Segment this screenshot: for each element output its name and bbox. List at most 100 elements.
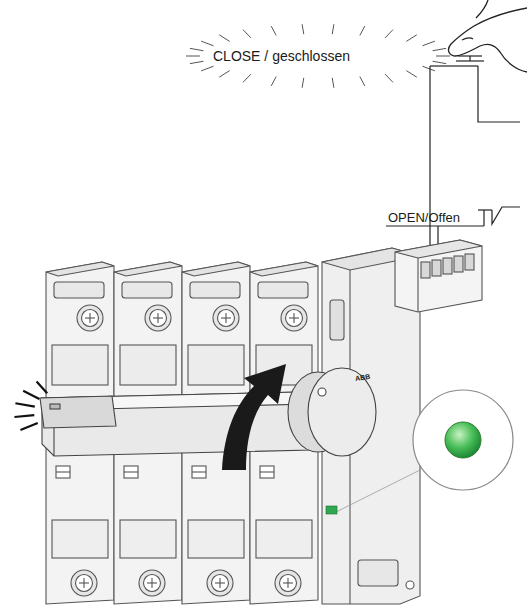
switch-pole <box>188 345 244 385</box>
handle-burst <box>37 381 48 393</box>
handle-burst <box>15 403 34 406</box>
switch-pole <box>150 310 167 327</box>
indicator-magnifier <box>326 390 513 514</box>
switch-pole <box>250 262 318 276</box>
terminal-block <box>395 240 482 312</box>
indicator-magnifier <box>413 390 513 490</box>
operating-handle <box>50 404 60 409</box>
switch-pole <box>122 282 172 298</box>
indicator-magnifier <box>445 422 481 458</box>
switch-pole <box>144 575 161 592</box>
press-burst <box>243 74 251 82</box>
press-burst <box>243 30 251 38</box>
switch-pole <box>52 520 108 558</box>
terminal-block <box>443 258 452 274</box>
press-burst <box>219 35 229 42</box>
switch-pole <box>188 520 244 558</box>
rotary-knob <box>288 368 376 456</box>
switch-pole <box>260 466 274 478</box>
switch-pole <box>275 570 301 596</box>
switch-pole <box>182 262 250 276</box>
terminal-block <box>432 260 441 276</box>
rotation-arrow <box>222 364 286 470</box>
control-module <box>406 581 414 589</box>
button-label: CLOSE / geschlossen <box>213 49 350 63</box>
switch-pole <box>76 575 93 592</box>
switch-pole <box>293 313 294 323</box>
switch-pole <box>192 471 206 472</box>
press-burst <box>422 41 434 46</box>
indicator-magnifier <box>326 506 337 514</box>
open-pushbutton-symbol <box>386 207 520 226</box>
rotary-knob <box>318 388 326 396</box>
open-pushbutton-symbol <box>492 207 520 224</box>
control-module <box>358 560 398 586</box>
press-burst <box>190 61 204 63</box>
switch-pole <box>139 570 165 596</box>
switch-pole <box>190 282 240 298</box>
switch-pole <box>286 310 303 327</box>
operating-handle <box>40 392 312 456</box>
press-burst <box>271 77 276 86</box>
press-burst <box>186 24 450 88</box>
open-pushbutton-symbol <box>478 209 492 210</box>
switch-pole <box>280 575 297 592</box>
press-burst <box>219 71 229 78</box>
press-burst <box>360 77 365 86</box>
switch-pole <box>120 345 176 385</box>
finger <box>449 0 527 72</box>
handle-burst <box>14 381 47 430</box>
rotary-knob <box>308 368 376 456</box>
terminal-block <box>395 240 482 312</box>
press-burst <box>190 48 204 50</box>
press-burst <box>385 74 393 82</box>
finger <box>476 0 488 18</box>
switch-pole <box>77 305 103 331</box>
press-burst <box>302 78 304 88</box>
switch-pole <box>281 305 307 331</box>
switch-pole <box>56 466 70 478</box>
handle-burst <box>23 391 39 399</box>
switch-pole <box>46 262 114 276</box>
press-burst <box>385 30 393 38</box>
switch-pole <box>213 305 239 331</box>
switch-pole <box>120 520 176 558</box>
press-burst <box>186 56 200 57</box>
press-burst <box>422 66 434 71</box>
close-pushbutton-symbol <box>430 65 456 66</box>
close-pushbutton-symbol <box>478 66 520 122</box>
handle-burst <box>20 423 37 430</box>
press-burst <box>406 71 416 78</box>
indicator-magnifier <box>336 470 420 512</box>
switch-pole <box>219 578 220 588</box>
switch-pole <box>256 520 312 558</box>
switch-pole <box>124 471 138 472</box>
switch-pole <box>192 466 206 478</box>
press-burst <box>406 35 416 42</box>
switch-pole <box>260 471 274 472</box>
operating-handle <box>40 396 116 428</box>
switch-pole <box>83 578 84 588</box>
press-burst <box>433 61 447 63</box>
switch-pole <box>89 313 90 323</box>
finger <box>449 8 527 72</box>
press-burst <box>201 66 213 71</box>
close-pushbutton-symbol <box>469 56 470 61</box>
switch-pole <box>212 575 229 592</box>
switch-pole <box>56 471 70 472</box>
close-pushbutton-symbol <box>456 65 478 66</box>
close-pushbutton-symbol <box>456 60 484 61</box>
terminal-block <box>465 254 474 270</box>
switch-pole <box>258 282 308 298</box>
finger <box>462 38 473 40</box>
terminal-block <box>417 258 418 312</box>
switch-pole <box>145 305 171 331</box>
terminal-block <box>421 262 430 278</box>
press-burst <box>436 56 450 57</box>
press-burst <box>201 41 213 46</box>
press-burst <box>433 48 447 50</box>
switch-pole <box>207 570 233 596</box>
switch-pole <box>157 313 158 323</box>
open-pushbutton-symbol <box>386 225 484 226</box>
